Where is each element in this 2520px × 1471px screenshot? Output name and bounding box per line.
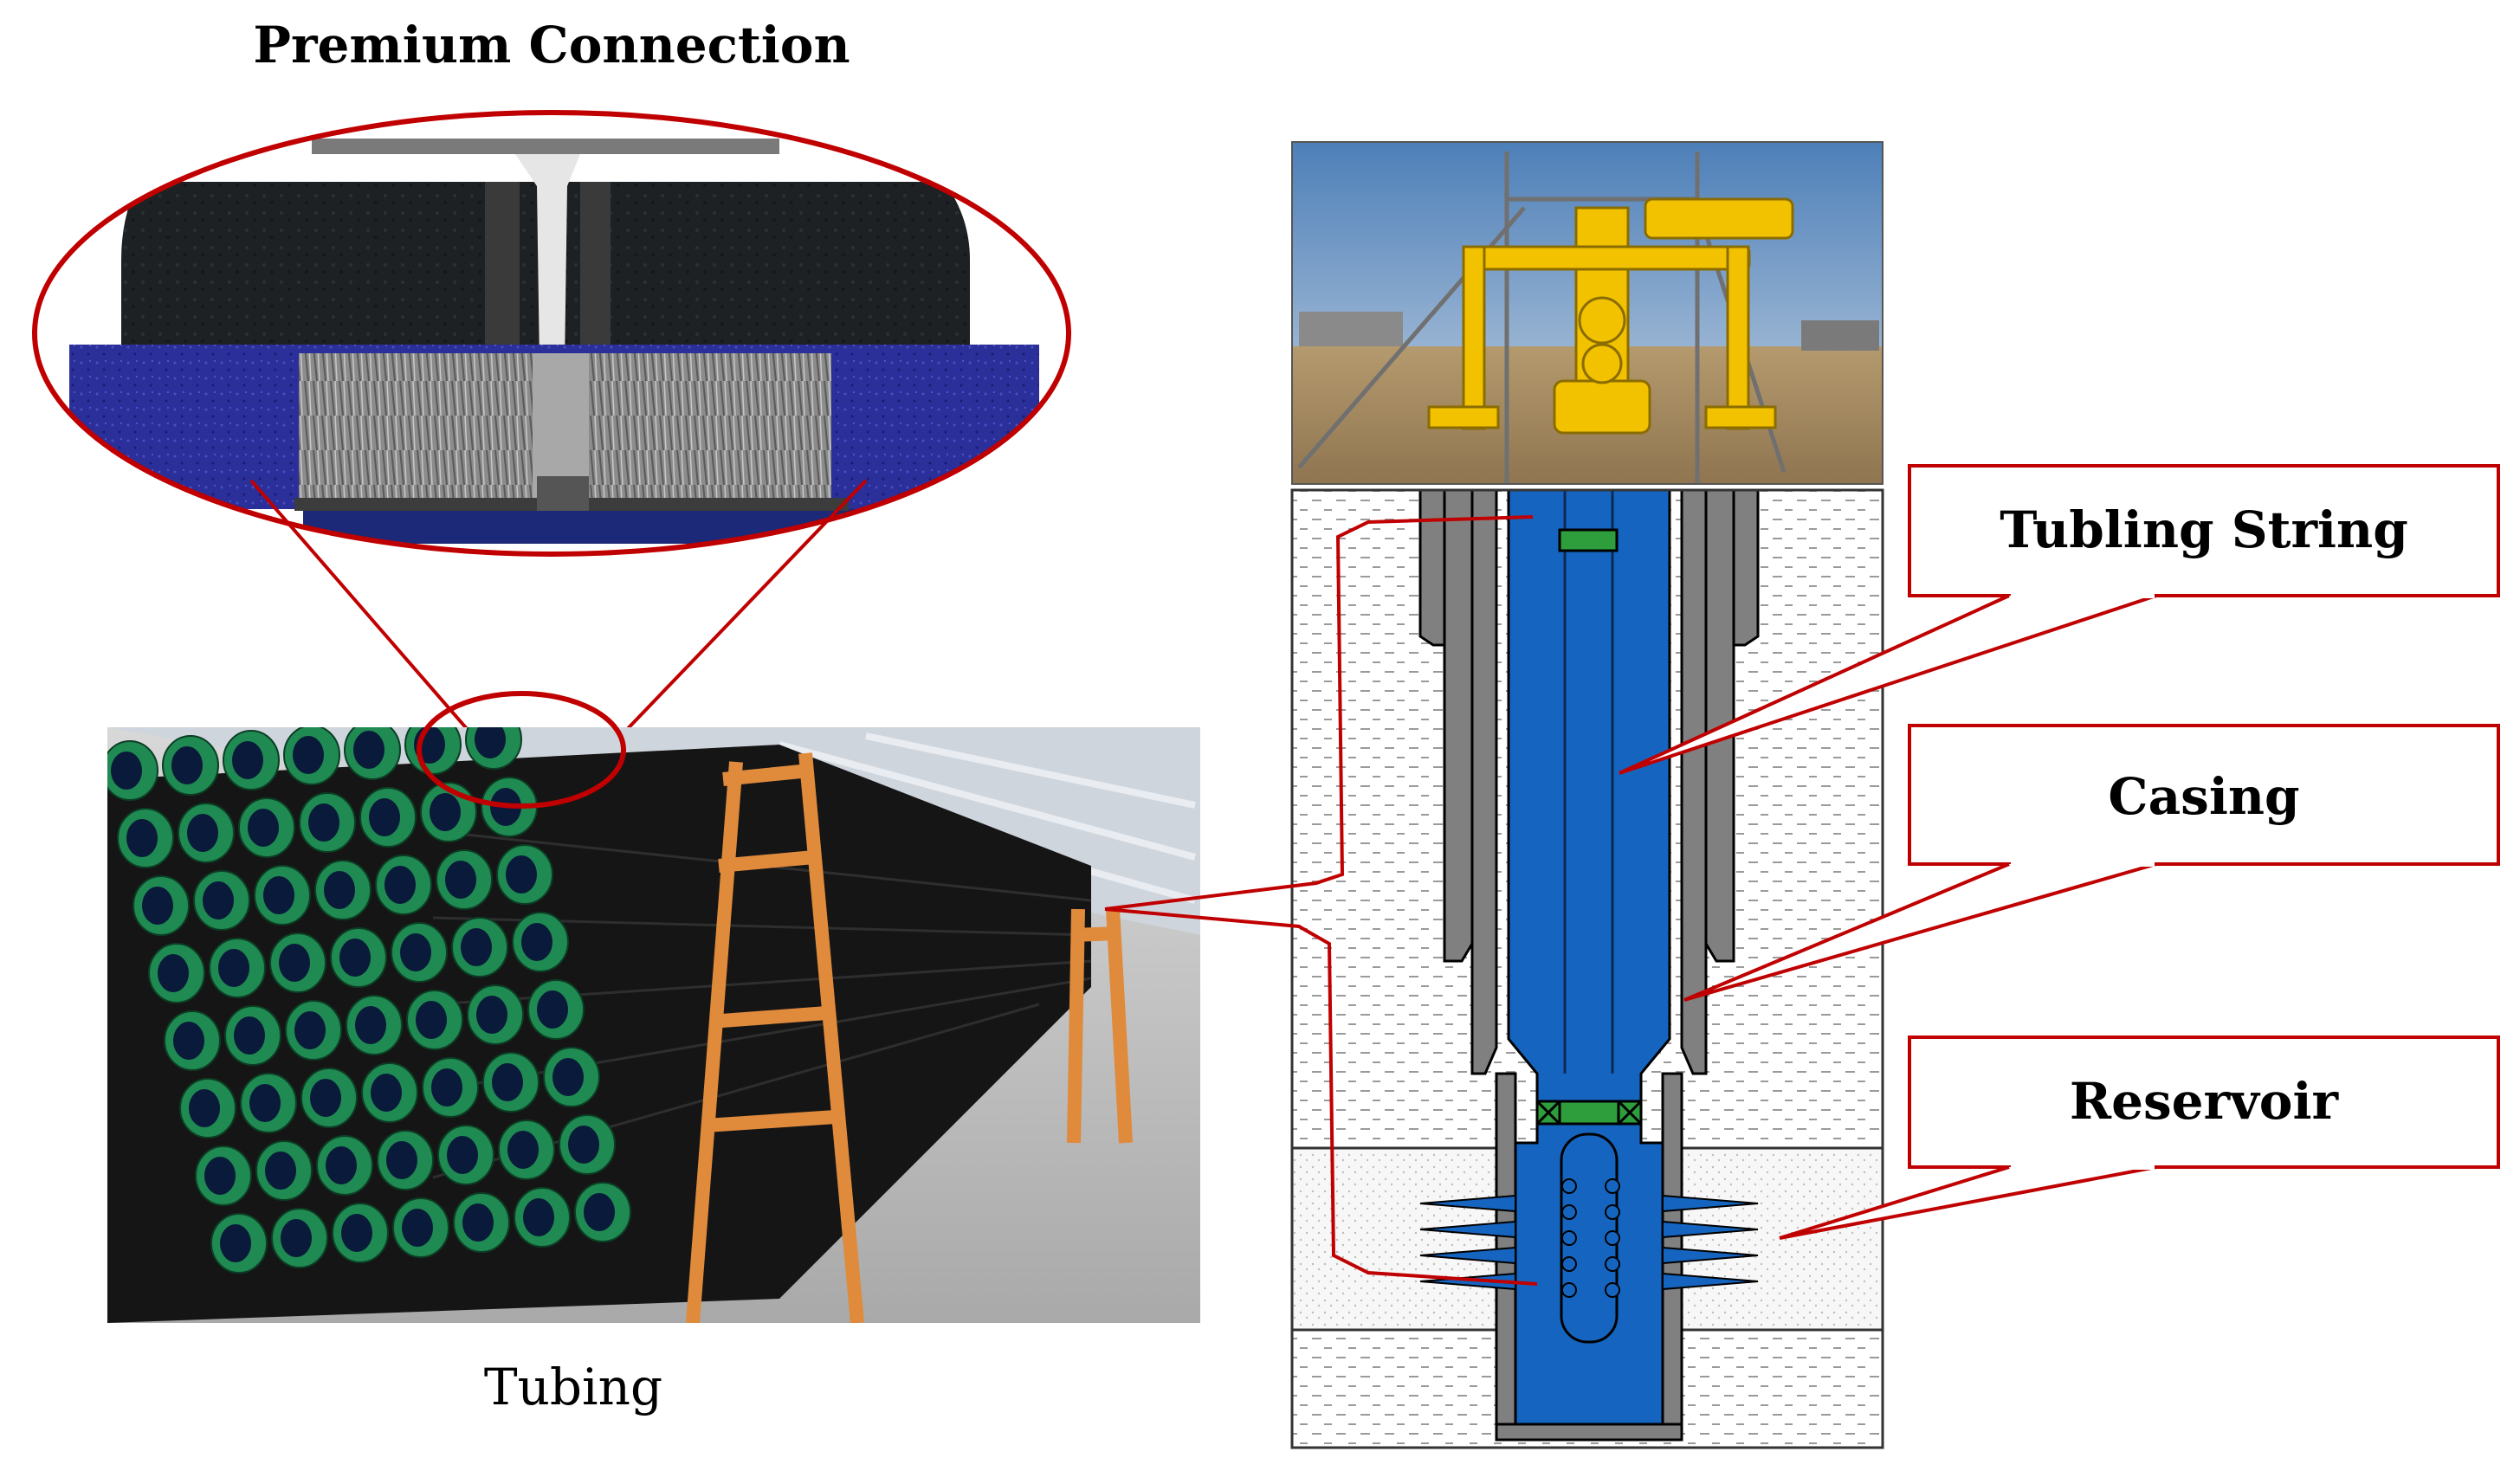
pipe-bore bbox=[507, 1131, 539, 1169]
pipe-bore bbox=[187, 814, 218, 852]
pipe-bore bbox=[341, 1214, 372, 1252]
perforation-tunnel bbox=[1662, 1246, 1759, 1265]
pipe-bore bbox=[339, 939, 371, 977]
connection-highlight-circle bbox=[417, 691, 626, 809]
pipe-bore bbox=[281, 1219, 312, 1257]
pipe-bore bbox=[294, 1011, 326, 1049]
callout-tubing-string-label: Tubling String bbox=[2000, 500, 2408, 559]
pipe-bore bbox=[521, 923, 552, 961]
pipe-bore bbox=[234, 1016, 265, 1055]
callout-casing-label: Casing bbox=[2108, 767, 2299, 826]
pipe-bore bbox=[324, 871, 355, 909]
perforation-hole bbox=[1561, 1204, 1577, 1220]
pipe-bore bbox=[189, 1089, 220, 1127]
well-cross-section bbox=[1290, 488, 1884, 1449]
pipe-bore bbox=[475, 727, 506, 758]
pipe-bore bbox=[308, 803, 339, 842]
pipe-bore bbox=[173, 1022, 204, 1060]
pipe-bore bbox=[232, 741, 263, 779]
callout-reservoir: Reservoir bbox=[1779, 1036, 2500, 1240]
pipe-bore bbox=[523, 1198, 554, 1236]
perforation-hole bbox=[1605, 1256, 1620, 1272]
perforation-tunnel bbox=[1419, 1220, 1516, 1239]
tubing-to-well-leader bbox=[1104, 515, 1534, 911]
callout-casing: Casing bbox=[1683, 724, 2500, 1002]
pipe-bore bbox=[445, 861, 476, 899]
callout-tubing-string: Tubling String bbox=[1619, 464, 2500, 775]
perforation-hole bbox=[1561, 1178, 1577, 1194]
tubing-to-reservoir-leader bbox=[1104, 907, 1538, 1286]
perforation-tunnel bbox=[1419, 1246, 1516, 1265]
pipe-bore bbox=[384, 866, 416, 904]
zoom-leader-left bbox=[249, 479, 476, 739]
pipe-bore bbox=[462, 1203, 494, 1242]
pipe-bore bbox=[171, 746, 203, 784]
perforation-hole bbox=[1561, 1230, 1577, 1246]
wellhead-photo bbox=[1291, 141, 1884, 485]
perforation-tunnel bbox=[1662, 1194, 1759, 1213]
pipe-bore bbox=[279, 944, 310, 982]
pipe-bore bbox=[220, 1224, 251, 1262]
tubing-string-body bbox=[1507, 488, 1671, 1426]
perforation-tunnel bbox=[1662, 1272, 1759, 1291]
pipe-bore bbox=[218, 949, 249, 987]
pipe-bore bbox=[265, 1152, 296, 1190]
pipe-bore bbox=[447, 1136, 478, 1174]
pipe-bore bbox=[249, 1084, 281, 1122]
pipe-bore bbox=[400, 933, 431, 971]
pipe-bore bbox=[552, 1058, 584, 1096]
perforation-hole bbox=[1605, 1178, 1620, 1194]
pipe-bore bbox=[293, 736, 324, 774]
pipe-bore bbox=[158, 954, 189, 992]
pipe-bore bbox=[353, 731, 384, 769]
zoom-leader-right bbox=[594, 479, 868, 764]
pipe-bore bbox=[568, 1126, 599, 1164]
perforation-tunnel bbox=[1419, 1194, 1516, 1213]
pipe-bore bbox=[416, 1001, 447, 1039]
pipe-bore bbox=[142, 887, 173, 925]
pipe-bore bbox=[461, 928, 492, 966]
pipe-bore bbox=[402, 1209, 433, 1247]
perforation-hole bbox=[1605, 1204, 1620, 1220]
pipe-bore bbox=[386, 1141, 417, 1179]
premium-connection-detail bbox=[32, 110, 1071, 557]
pipe-bore bbox=[476, 996, 507, 1034]
perforation-hole bbox=[1561, 1256, 1577, 1272]
callout-reservoir-label: Reservoir bbox=[2070, 1072, 2340, 1131]
pipe-bore bbox=[537, 990, 568, 1029]
perforation-hole bbox=[1605, 1230, 1620, 1246]
pipe-bore bbox=[430, 793, 461, 831]
pipe-bore bbox=[263, 876, 294, 914]
perforation-tunnel bbox=[1662, 1220, 1759, 1239]
pipe-bore bbox=[248, 809, 279, 847]
pipe-bore bbox=[492, 1063, 523, 1101]
perforation-hole bbox=[1561, 1282, 1577, 1298]
pipe-bore bbox=[431, 1068, 462, 1106]
pipe-bore bbox=[111, 752, 142, 790]
pipe-bore bbox=[369, 798, 400, 836]
top-coupling bbox=[1558, 528, 1619, 552]
pipe-bore bbox=[204, 1157, 236, 1195]
pipe-bore bbox=[126, 819, 158, 857]
pipe-bore bbox=[310, 1079, 341, 1117]
pipe-bore bbox=[203, 881, 234, 919]
pipe-bore bbox=[584, 1193, 615, 1231]
pipe-bore bbox=[355, 1006, 386, 1044]
pipe-bore bbox=[506, 855, 537, 894]
perforation-hole bbox=[1605, 1282, 1620, 1298]
premium-connection-title: Premium Connection bbox=[253, 16, 850, 74]
pipe-bore bbox=[371, 1074, 402, 1112]
pipe-bore bbox=[326, 1146, 357, 1184]
tubing-rack-photo bbox=[107, 727, 1200, 1323]
tubing-caption: Tubing bbox=[484, 1358, 662, 1416]
